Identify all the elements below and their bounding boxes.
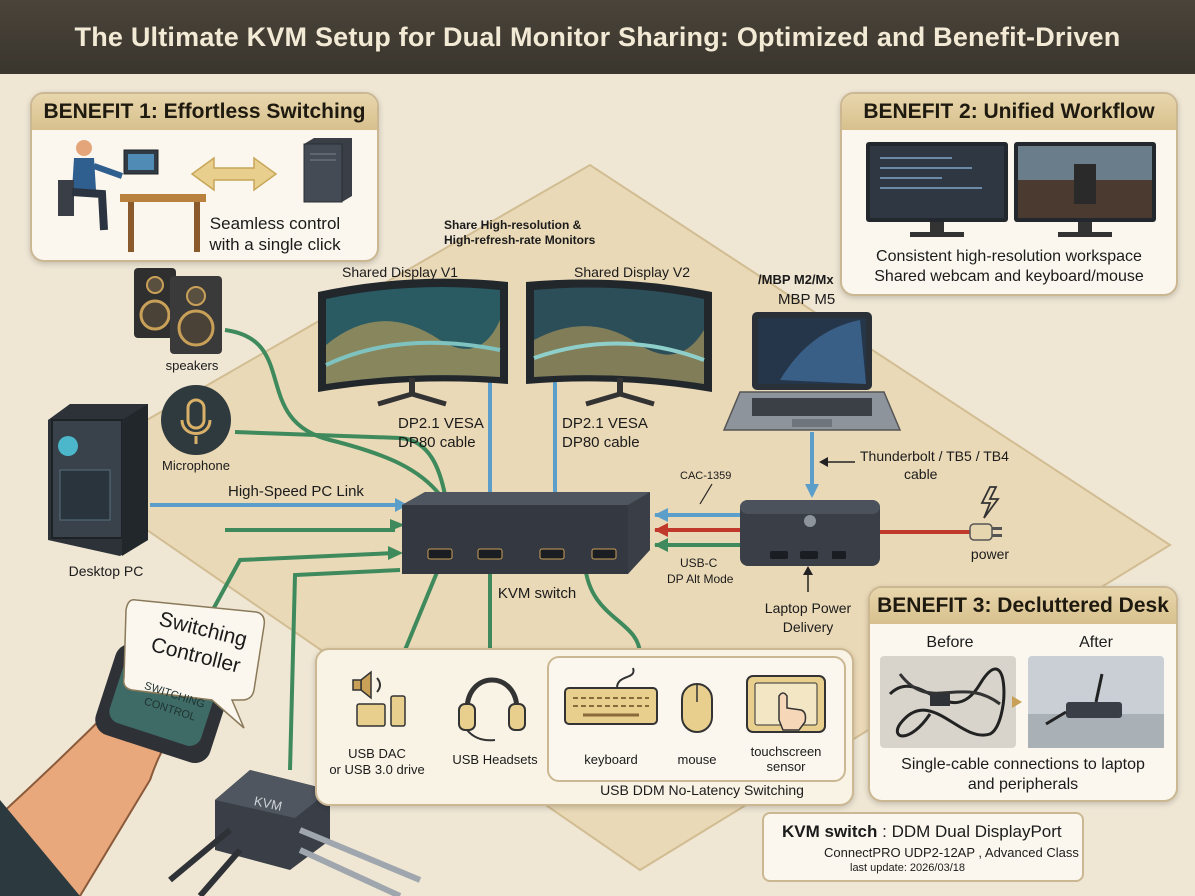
benefit-2-heading: BENEFIT 2: Unified Workflow [842,94,1176,130]
benefit-1-caption-1: Seamless control [209,214,341,233]
keyboard-icon [564,667,658,725]
workspace-monitor-icon [866,142,1008,237]
display-v2-icon [526,279,712,407]
touchscreen-label-2: sensor [766,759,806,774]
touchscreen-icon [746,675,826,733]
mini-kvm-icon [168,770,422,896]
after-label: After [1079,634,1113,651]
info-box: KVM switch : DDM Dual DisplayPort Connec… [762,812,1084,882]
keyboard-label: keyboard [584,752,638,767]
benefit-3-caption-2: and peripherals [967,776,1079,793]
laptop-label-2: MBP M5 [778,291,836,308]
page-title: The Ultimate KVM Setup for Dual Monitor … [74,21,1121,52]
gaming-monitor-icon [1014,142,1156,237]
power-label: power [970,546,1010,562]
title-bar: The Ultimate KVM Setup for Dual Monitor … [0,0,1195,74]
usbc-label-2: DP Alt Mode [667,572,734,586]
benefit-2-card: BENEFIT 2: Unified Workflow Consistent h… [840,92,1178,296]
desktop-pc-icon [48,404,148,556]
benefit-2-illustration [866,142,1156,237]
benefit-2-caption-2: Shared webcam and keyboard/mouse [874,268,1144,285]
benefit-3-card: BENEFIT 3: Decluttered Desk Before After… [868,586,1178,802]
usbc-label-1: USB-C [680,556,718,570]
kvm-switch-label: KVM switch [497,585,577,602]
display-v1-label: Shared Display V1 [342,264,458,280]
cable-mini-kvm [288,568,401,771]
messy-cables-icon [880,656,1016,748]
kvm-switch-icon [402,492,650,574]
laptop-label-1: /MBP M2/Mx [758,272,834,287]
laptop-power-label-2: Delivery [782,619,834,635]
info-title-bold: KVM switch [782,822,878,841]
benefit-1-card: BENEFIT 1: Effortless Switching Seamless… [30,92,379,262]
display-v2-label: Shared Display V2 [574,264,690,280]
speakers-label: speakers [165,358,219,373]
usb-dac-label-2: or USB 3.0 drive [329,762,425,777]
microphone-label: Microphone [162,458,230,473]
pc-link-label: High-Speed PC Link [228,483,364,500]
desk-worker-icon [58,140,206,252]
peripherals-footer: USB DDM No-Latency Switching [600,782,804,798]
benefit-3-caption-1: Single-cable connections to laptop [901,756,1145,773]
benefit-2-caption-1: Consistent high-resolution workspace [876,248,1142,265]
cable-2-label-2: DP80 cable [562,434,640,451]
info-model: ConnectPRO UDP2-12AP , Advanced Class [824,845,1079,860]
thunderbolt-label-2: cable [904,466,938,482]
benefit-1-heading: BENEFIT 1: Effortless Switching [32,94,377,130]
cable-1-label-2: DP80 cable [398,434,476,451]
controller-bubble: Switching Controller [122,590,272,729]
mouse-label: mouse [677,752,717,767]
desktop-label: Desktop PC [68,563,144,579]
lightning-icon [980,486,1000,519]
cac-label: CAC-1359 [680,470,732,482]
laptop-power-label-1: Laptop Power [764,600,852,616]
display-v1-icon [318,278,508,407]
monitors-note-2: High-refresh-rate Monitors [444,233,596,247]
dock-icon [740,500,880,566]
microphone-icon [161,385,231,455]
power-plug-icon [969,523,1002,541]
headsets-label: USB Headsets [452,752,538,767]
thunderbolt-label-1: Thunderbolt / TB5 / TB4 [860,448,1009,464]
cable-dac [403,564,442,651]
benefit-1-illustration [58,138,352,252]
peripherals-illustration [352,667,826,742]
headset-icon [458,677,526,742]
cable-2-label-1: DP2.1 VESA [562,415,648,432]
speakers-icon [134,268,222,354]
mouse-icon [681,683,713,733]
tower-pc-icon [303,138,352,203]
cable-1-label-1: DP2.1 VESA [398,415,484,432]
info-update: last update: 2026/03/18 [850,862,965,874]
peripherals-card: USB DAC or USB 3.0 drive USB Headsets ke… [315,648,854,806]
laptop-icon [722,312,902,431]
benefit-3-heading: BENEFIT 3: Decluttered Desk [870,588,1176,624]
info-title-rest: : DDM Dual DisplayPort [877,822,1062,841]
benefit-1-caption-2: with a single click [209,235,341,254]
blue-cables [150,380,814,517]
arrow-right-icon [1012,696,1022,708]
benefit-3-illustration [880,656,1164,748]
cable-keyboard [583,564,642,656]
monitors-note-1: Share High-resolution & [444,218,582,232]
before-label: Before [926,634,974,651]
usb-dac-label-1: USB DAC [348,746,406,761]
cable-microphone [234,430,447,496]
cable-controller [208,551,396,616]
clean-desk-icon [1028,656,1164,748]
double-arrow-icon [190,156,278,192]
green-cables [208,328,642,771]
usb-dac-icon [352,670,406,727]
touchscreen-label-1: touchscreen [750,744,822,759]
